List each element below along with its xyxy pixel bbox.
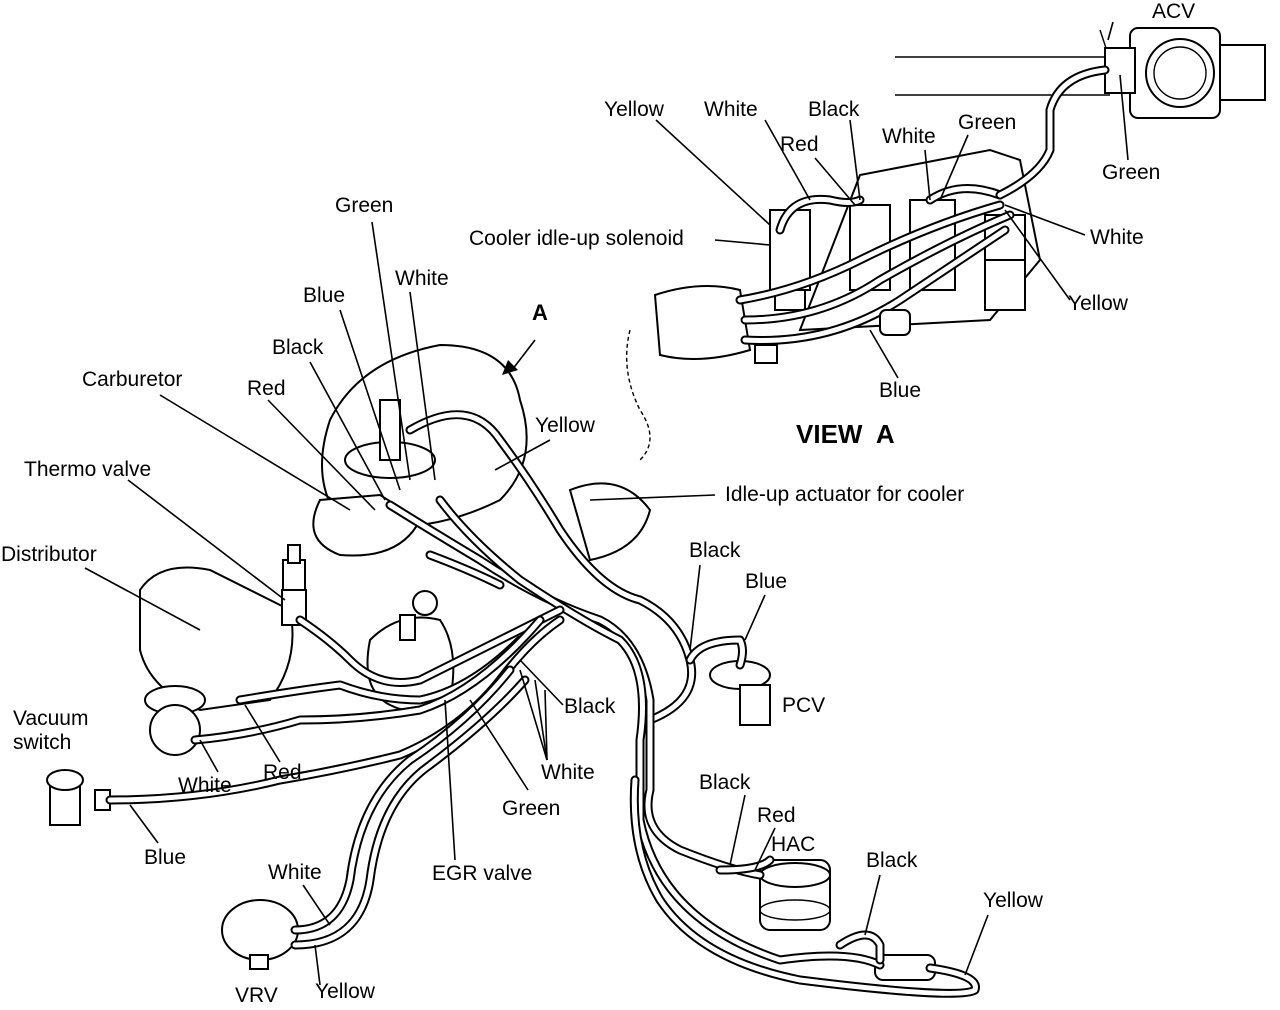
engine-illustration (46, 343, 936, 981)
label-green-acv: Green (1102, 161, 1161, 184)
label-green-top: Green (958, 111, 1017, 134)
label-cooler-idle-up-solenoid: Cooler idle-up solenoid (469, 227, 684, 250)
label-white-left: White (395, 267, 449, 290)
view-a-illustration (626, 27, 1266, 461)
label-black-top: Black (808, 98, 860, 121)
label-red-left: Red (247, 377, 286, 400)
label-egr-valve: EGR valve (432, 862, 533, 885)
label-yellow-mid: Yellow (535, 414, 595, 437)
label-green-left: Green (335, 194, 394, 217)
label-idle-up-actuator: Idle-up actuator for cooler (725, 483, 965, 506)
label-yellow-vrv: Yellow (315, 980, 375, 1003)
label-white-dist: White (178, 774, 232, 797)
label-arrow-a: A (532, 300, 548, 325)
label-white-mid-top: White (882, 125, 936, 148)
label-pcv: PCV (782, 694, 826, 717)
label-yellow-right: Yellow (1068, 292, 1128, 315)
label-hac: HAC (771, 833, 816, 856)
label-black-pcv: Black (689, 539, 741, 562)
label-white-mid: White (541, 761, 595, 784)
label-distributor: Distributor (1, 543, 97, 566)
vacuum-hoses (105, 410, 980, 998)
label-black-mid: Black (564, 695, 616, 718)
label-blue-pcv: Blue (745, 570, 788, 593)
label-vrv: VRV (235, 984, 278, 1007)
label-black-hac: Black (699, 771, 751, 794)
leader-lines (84, 21, 1129, 986)
label-red-hac: Red (757, 804, 796, 827)
label-white-top: White (704, 98, 758, 121)
label-black-bottom-right: Black (866, 849, 918, 872)
label-thermo-valve: Thermo valve (24, 458, 152, 481)
label-vacuum-switch: Vacuum switch (13, 707, 89, 755)
label-yellow-bottom-right: Yellow (983, 889, 1043, 912)
label-black-left: Black (272, 336, 324, 359)
label-blue-view: Blue (879, 379, 922, 402)
label-blue-left: Blue (303, 284, 346, 307)
label-view-a: VIEW A (796, 419, 895, 449)
label-acv: ACV (1152, 0, 1196, 23)
label-red-top: Red (780, 133, 819, 156)
label-white-right: White (1090, 226, 1144, 249)
label-carburetor: Carburetor (82, 368, 183, 391)
label-white-vrv: White (268, 861, 322, 884)
label-red-dist: Red (263, 761, 302, 784)
label-green-mid: Green (502, 797, 561, 820)
label-blue-bottom: Blue (144, 846, 187, 869)
label-yellow-top: Yellow (604, 98, 664, 121)
